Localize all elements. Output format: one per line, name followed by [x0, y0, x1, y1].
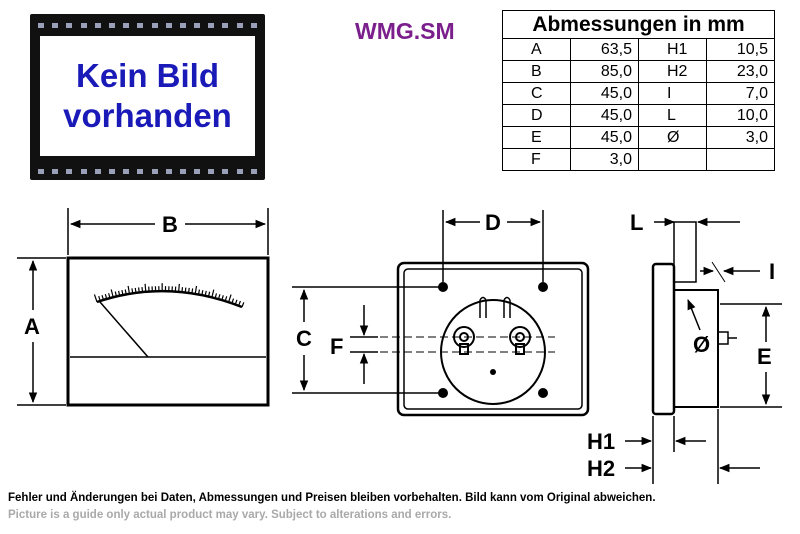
scale-tick	[197, 289, 201, 295]
scale-tick	[187, 287, 190, 293]
dimension-table-title: Abmessungen in mm	[502, 10, 775, 39]
label-a: A	[24, 314, 40, 339]
scale-tick	[101, 294, 105, 301]
dim-f	[350, 305, 378, 384]
scale-tick	[191, 288, 194, 294]
dim-i	[700, 261, 760, 283]
centerlines	[380, 336, 555, 353]
label-b: B	[162, 212, 178, 237]
side-front-plate	[651, 262, 676, 416]
side-terminal	[717, 331, 729, 345]
rear-view	[396, 261, 590, 417]
needle	[99, 301, 149, 358]
label-i: I	[769, 259, 775, 284]
scale-tick	[108, 293, 111, 299]
label-h1: H1	[587, 429, 615, 454]
scale-tick	[138, 287, 140, 293]
label-f: F	[330, 334, 343, 359]
dimension-value-cell: 23,0	[706, 60, 775, 83]
label-h2: H2	[587, 456, 615, 481]
label-l: L	[630, 210, 643, 235]
side-body	[673, 289, 719, 408]
no-image-placeholder: Kein Bild vorhanden	[30, 14, 265, 180]
dimension-value-cell: 7,0	[706, 82, 775, 105]
mounting-holes	[438, 282, 548, 398]
label-c: C	[296, 326, 312, 351]
scale-tick	[127, 285, 131, 294]
front-case	[66, 256, 270, 407]
scale-tick	[110, 289, 114, 298]
scale-tick	[184, 287, 187, 293]
scale-tick	[121, 290, 124, 296]
dimension-value-cell: 45,0	[570, 126, 639, 149]
placeholder-text-line2: vorhanden	[63, 97, 232, 134]
scale-tick	[114, 291, 118, 297]
scale-tick	[93, 294, 98, 303]
scale-tick	[217, 294, 221, 300]
dim-a	[17, 257, 66, 406]
dim-d	[442, 210, 544, 282]
dim-h	[625, 409, 760, 484]
dimension-value-cell: 63,5	[570, 38, 639, 61]
footer-disclaimer-en: Picture is a guide only actual product m…	[8, 509, 452, 521]
scale-tick	[178, 283, 180, 292]
scale-tick	[204, 290, 207, 296]
side-view	[651, 221, 737, 416]
rear-small-features	[490, 369, 496, 375]
placeholder-frame: Kein Bild vorhanden	[40, 36, 255, 156]
dimension-value-cell: 10,0	[706, 104, 775, 127]
scale-tick	[214, 293, 218, 299]
scale-tick	[134, 287, 137, 293]
scale-tick	[181, 287, 184, 293]
scale-tick	[241, 302, 245, 308]
scale-ticks	[93, 283, 245, 308]
scale-tick	[211, 289, 215, 298]
dimension-label-cell: H2	[638, 60, 707, 83]
scale-tick	[228, 294, 232, 303]
scale-tick	[98, 295, 101, 302]
scale-tick	[124, 289, 127, 295]
footer-disclaimer-de: Fehler und Änderungen bei Daten, Abmessu…	[8, 492, 656, 504]
rear-case-inner	[403, 268, 583, 410]
scale-tick	[131, 288, 134, 294]
film-perforation-top	[38, 20, 257, 30]
label-e: E	[757, 344, 772, 369]
dimension-value-cell	[706, 148, 775, 171]
scale-tick	[144, 283, 147, 292]
label-d: D	[485, 210, 501, 235]
front-view	[66, 256, 270, 407]
scale-tick	[234, 299, 238, 305]
scale-tick	[224, 296, 228, 302]
film-perforation-bottom	[38, 166, 257, 176]
dimension-label-cell: H1	[638, 38, 707, 61]
scale-tick	[201, 290, 204, 296]
scale-tick	[194, 285, 198, 295]
scale-tick	[238, 300, 241, 306]
dim-c	[292, 286, 440, 394]
scale-tick	[221, 295, 224, 301]
scale-tick	[118, 290, 121, 296]
scale-arc	[96, 289, 243, 309]
dim-b	[67, 208, 269, 255]
dimension-value-cell: 85,0	[570, 60, 639, 83]
dim-e	[720, 303, 782, 408]
model-name: WMG.SM	[355, 18, 455, 44]
scale-tick	[207, 291, 211, 297]
scale-tick	[231, 298, 235, 304]
dim-phi	[687, 299, 701, 331]
side-bezel	[673, 221, 697, 283]
rear-case-outer	[396, 261, 590, 417]
placeholder-text-line1: Kein Bild	[75, 57, 219, 94]
label-phi: Ø	[693, 332, 710, 357]
scale-tick	[104, 294, 108, 300]
